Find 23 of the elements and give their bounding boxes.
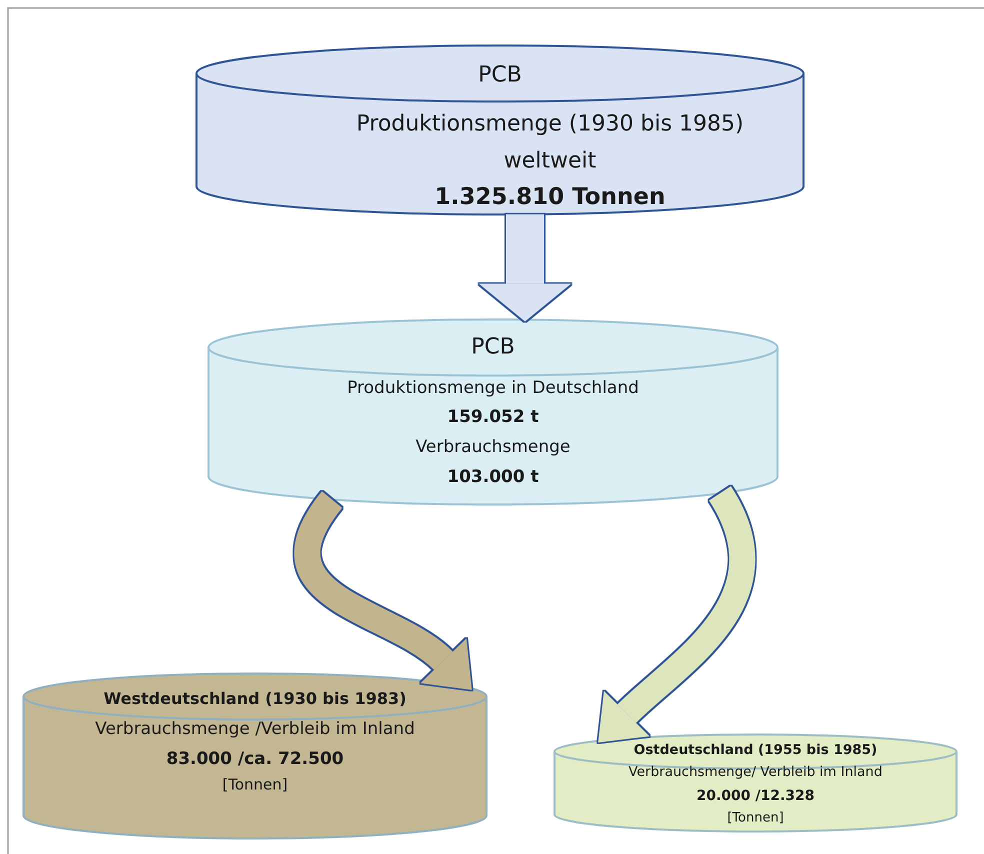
- cylinder-text: Verbrauchsmenge: [414, 438, 572, 458]
- cylinder-text: weltweit: [502, 148, 598, 174]
- block-arrow: [294, 492, 474, 687]
- cylinder-title: PCB: [470, 334, 516, 360]
- cylinder-text: 103.000 t: [446, 468, 540, 488]
- cylinder-text: Produktionsmenge (1930 bis 1985): [355, 111, 745, 137]
- cylinder-text: Produktionsmenge in Deutschland: [346, 379, 640, 399]
- cylinder-shape: [207, 318, 779, 506]
- cylinder-title: Ostdeutschland (1955 bis 1985): [632, 743, 878, 759]
- cylinder-shape: [553, 733, 958, 833]
- cylinder-text: Verbrauchsmenge/ Verbleib im Inland: [628, 765, 884, 781]
- cylinder-shape: [22, 672, 488, 840]
- cylinder-text: 159.052 t: [446, 408, 540, 428]
- cylinder-text: [Tonnen]: [221, 776, 289, 794]
- cylinder-shape: [195, 44, 805, 216]
- cylinder-text: [Tonnen]: [726, 812, 785, 826]
- cylinder-text: 83.000 /ca. 72.500: [165, 750, 345, 770]
- block-arrow: [479, 214, 571, 322]
- cylinder-title: PCB: [477, 62, 523, 88]
- cylinder-text: Verbrauchsmenge /Verbleib im Inland: [94, 720, 416, 740]
- cylinder-title: Westdeutschland (1930 bis 1983): [102, 690, 408, 708]
- cylinder-text: 1.325.810 Tonnen: [434, 184, 666, 210]
- cylinder-text: 20.000 /12.328: [695, 788, 816, 804]
